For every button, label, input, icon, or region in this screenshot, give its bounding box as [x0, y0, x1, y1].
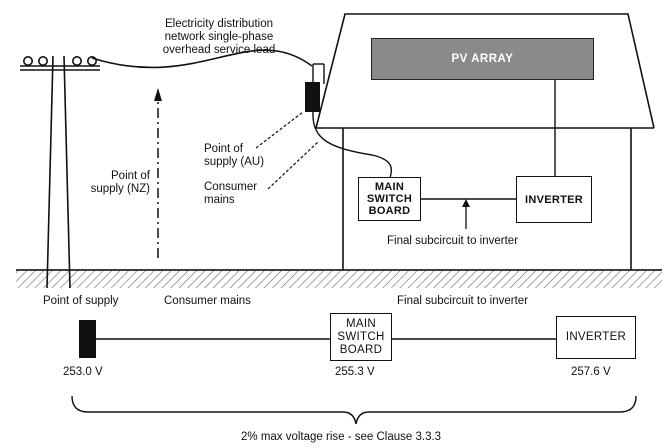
ground	[16, 269, 662, 288]
voltage-inverter: 257.6 V	[571, 366, 611, 378]
point-of-supply-au-label: Point of supply (AU)	[204, 143, 265, 168]
meter	[305, 82, 320, 112]
house	[315, 13, 655, 270]
pv-array: PV ARRAY	[371, 38, 594, 80]
service-bracket	[312, 63, 325, 84]
point-of-supply-nz-label: Point of supply (NZ)	[90, 170, 150, 195]
power-pole	[20, 55, 100, 289]
final-subcircuit-bottom-label: Final subcircuit to inverter	[397, 295, 529, 307]
summary-brace	[71, 395, 637, 425]
main-switchboard-line: MAIN SWITCH BOARD	[330, 313, 392, 361]
consumer-mains-cable	[312, 111, 392, 179]
voltage-switchboard: 255.3 V	[335, 366, 375, 378]
nz-supply-arrow	[154, 88, 162, 258]
overhead-service-lead	[91, 49, 313, 69]
consumer-mains-label: Consumer mains	[204, 181, 258, 206]
point-of-supply-label: Point of supply	[43, 295, 119, 307]
service-lead-label: Electricity distribution network single-…	[162, 18, 276, 56]
final-subcircuit-house-label: Final subcircuit to inverter	[387, 235, 519, 247]
inverter-line: INVERTER	[556, 316, 636, 359]
consumer-mains-bottom-label: Consumer mains	[164, 295, 251, 307]
summary-label: 2% max voltage rise - see Clause 3.3.3	[241, 431, 442, 443]
voltage-supply-point: 253.0 V	[63, 366, 103, 378]
main-switchboard-house: MAIN SWITCH BOARD	[358, 177, 421, 221]
inverter-house: INVERTER	[516, 176, 592, 223]
supply-point-marker	[79, 320, 96, 358]
